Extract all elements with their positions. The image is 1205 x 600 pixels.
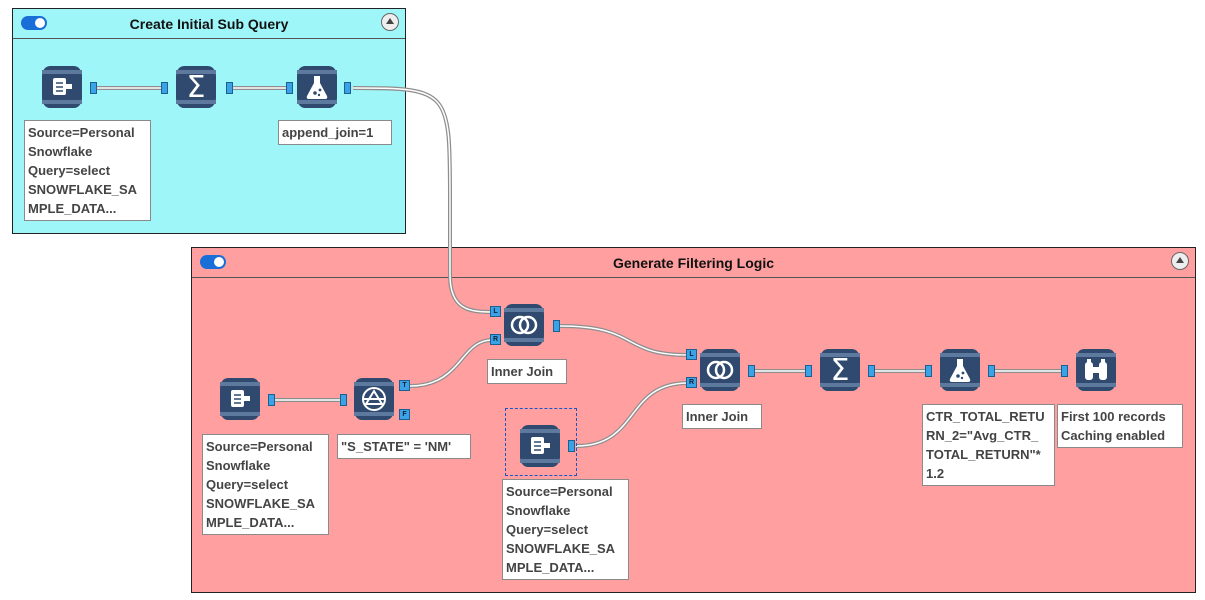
output-anchor[interactable] bbox=[90, 82, 97, 94]
collapse-icon[interactable] bbox=[1171, 252, 1189, 270]
summarize-tool[interactable]: Σ bbox=[176, 66, 216, 108]
false-anchor[interactable]: F bbox=[399, 409, 410, 420]
true-anchor[interactable]: T bbox=[399, 380, 410, 391]
join-icon bbox=[706, 360, 734, 380]
input-data-tool[interactable] bbox=[42, 66, 82, 108]
right-anchor[interactable]: R bbox=[490, 334, 501, 345]
selected-tool-outline bbox=[505, 408, 577, 476]
container-header[interactable]: Create Initial Sub Query bbox=[13, 9, 405, 39]
container-title: Generate Filtering Logic bbox=[612, 254, 775, 271]
container-enable-toggle[interactable] bbox=[200, 255, 226, 269]
input-anchor[interactable] bbox=[161, 82, 168, 94]
join-tool[interactable] bbox=[504, 304, 544, 346]
join-tool[interactable] bbox=[700, 349, 740, 391]
output-anchor[interactable] bbox=[868, 365, 875, 377]
left-anchor[interactable]: L bbox=[490, 306, 501, 317]
flask-icon bbox=[949, 359, 971, 382]
input-anchor[interactable] bbox=[286, 82, 293, 94]
right-anchor[interactable]: R bbox=[686, 377, 697, 388]
database-input-icon bbox=[231, 390, 250, 407]
formula-tool[interactable] bbox=[940, 349, 980, 391]
input-data-tool[interactable] bbox=[520, 425, 560, 467]
filter-icon bbox=[362, 387, 386, 411]
browse-tool[interactable] bbox=[1076, 349, 1116, 391]
flask-icon bbox=[306, 76, 328, 99]
output-anchor[interactable] bbox=[226, 82, 233, 94]
annotation-formula-1: append_join=1 bbox=[278, 120, 392, 145]
container-title: Create Initial Sub Query bbox=[129, 15, 289, 32]
output-anchor[interactable] bbox=[268, 394, 275, 406]
container-header[interactable]: Generate Filtering Logic bbox=[192, 248, 1195, 278]
summarize-tool[interactable]: Σ bbox=[820, 349, 860, 391]
formula-tool[interactable] bbox=[297, 66, 337, 108]
annotation-filter: "S_STATE" = 'NM' bbox=[337, 434, 471, 459]
collapse-icon[interactable] bbox=[381, 13, 399, 31]
left-anchor[interactable]: L bbox=[686, 349, 697, 360]
annotation-join-2: Inner Join bbox=[682, 404, 762, 429]
output-anchor[interactable] bbox=[344, 82, 351, 94]
input-anchor[interactable] bbox=[805, 365, 812, 377]
output-anchor[interactable] bbox=[748, 365, 755, 377]
sigma-icon: Σ bbox=[186, 69, 206, 105]
annotation-join-1: Inner Join bbox=[487, 359, 567, 384]
input-anchor[interactable] bbox=[925, 365, 932, 377]
output-anchor[interactable] bbox=[568, 440, 575, 452]
sigma-icon: Σ bbox=[830, 352, 850, 388]
join-icon bbox=[510, 315, 538, 335]
binoculars-icon bbox=[1085, 359, 1107, 380]
database-input-icon bbox=[531, 437, 550, 454]
container-enable-toggle[interactable] bbox=[21, 16, 47, 30]
input-anchor[interactable] bbox=[340, 394, 347, 406]
filter-tool[interactable] bbox=[354, 378, 394, 420]
output-anchor[interactable] bbox=[988, 365, 995, 377]
input-data-tool[interactable] bbox=[220, 378, 260, 420]
database-input-icon bbox=[53, 78, 72, 95]
output-anchor[interactable] bbox=[553, 320, 560, 332]
input-anchor[interactable] bbox=[1061, 365, 1068, 377]
